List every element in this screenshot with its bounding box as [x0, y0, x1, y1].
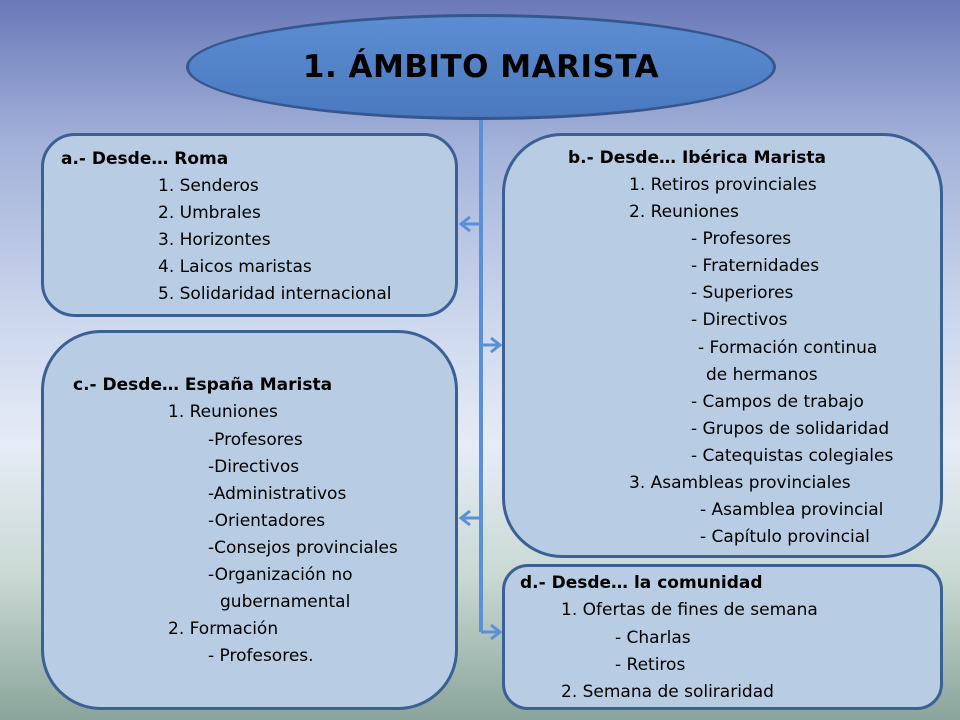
list-item: - Profesores.: [208, 646, 314, 666]
list-item: -Orientadores: [208, 511, 326, 531]
list-item: 4. Laicos maristas: [158, 257, 312, 277]
box-comunidad-heading: d.- Desde… la comunidad: [520, 573, 763, 593]
list-item: - Grupos de solidaridad: [691, 419, 890, 439]
diagram-title: 1. ÁMBITO MARISTA: [302, 49, 660, 85]
list-item: 5. Solidaridad internacional: [158, 284, 392, 304]
list-item: de hermanos: [706, 365, 818, 385]
list-item: -Consejos provinciales: [208, 538, 398, 558]
box-espana-heading: c.- Desde… España Marista: [73, 375, 333, 395]
list-item: -Profesores: [208, 430, 303, 450]
list-item: 3. Asambleas provinciales: [629, 473, 851, 493]
list-item: 2. Reuniones: [629, 202, 739, 222]
list-item: - Profesores: [691, 229, 792, 249]
list-item: - Superiores: [691, 283, 794, 303]
list-item: - Campos de trabajo: [691, 392, 864, 412]
list-item: gubernamental: [220, 592, 351, 612]
list-item: - Directivos: [691, 310, 788, 330]
list-item: 1. Senderos: [158, 176, 259, 196]
arrow-to-b-head: [490, 336, 503, 354]
list-item: 2. Semana de soliraridad: [561, 682, 774, 702]
box-comunidad: d.- Desde… la comunidad 1. Ofertas de fi…: [502, 564, 943, 710]
box-roma-heading: a.- Desde… Roma: [61, 149, 229, 169]
arrow-to-d-head: [490, 623, 503, 641]
box-espana: c.- Desde… España Marista 1. Reuniones -…: [41, 330, 458, 710]
box-roma: a.- Desde… Roma 1. Senderos 2. Umbrales …: [41, 133, 458, 317]
list-item: 2. Umbrales: [158, 203, 261, 223]
list-item: - Charlas: [615, 628, 691, 648]
arrow-to-c-head: [458, 509, 471, 527]
list-item: - Retiros: [615, 655, 686, 675]
arrow-to-a-head: [458, 215, 471, 233]
list-item: 3. Horizontes: [158, 230, 271, 250]
list-item: -Organización no: [208, 565, 353, 585]
list-item: - Catequistas colegiales: [691, 446, 894, 466]
title-ellipse: 1. ÁMBITO MARISTA: [186, 14, 776, 120]
list-item: - Formación continua: [698, 338, 878, 358]
list-item: -Administrativos: [208, 484, 347, 504]
list-item: - Fraternidades: [691, 256, 820, 276]
box-iberica-heading: b.- Desde… Ibérica Marista: [568, 148, 826, 168]
list-item: 1. Reuniones: [168, 402, 278, 422]
list-item: -Directivos: [208, 457, 300, 477]
list-item: 1. Retiros provinciales: [629, 175, 817, 195]
list-item: 1. Ofertas de fines de semana: [561, 600, 818, 620]
box-iberica: b.- Desde… Ibérica Marista 1. Retiros pr…: [502, 133, 943, 558]
list-item: 2. Formación: [168, 619, 279, 639]
list-item: - Capítulo provincial: [700, 527, 870, 547]
list-item: - Asamblea provincial: [700, 500, 884, 520]
